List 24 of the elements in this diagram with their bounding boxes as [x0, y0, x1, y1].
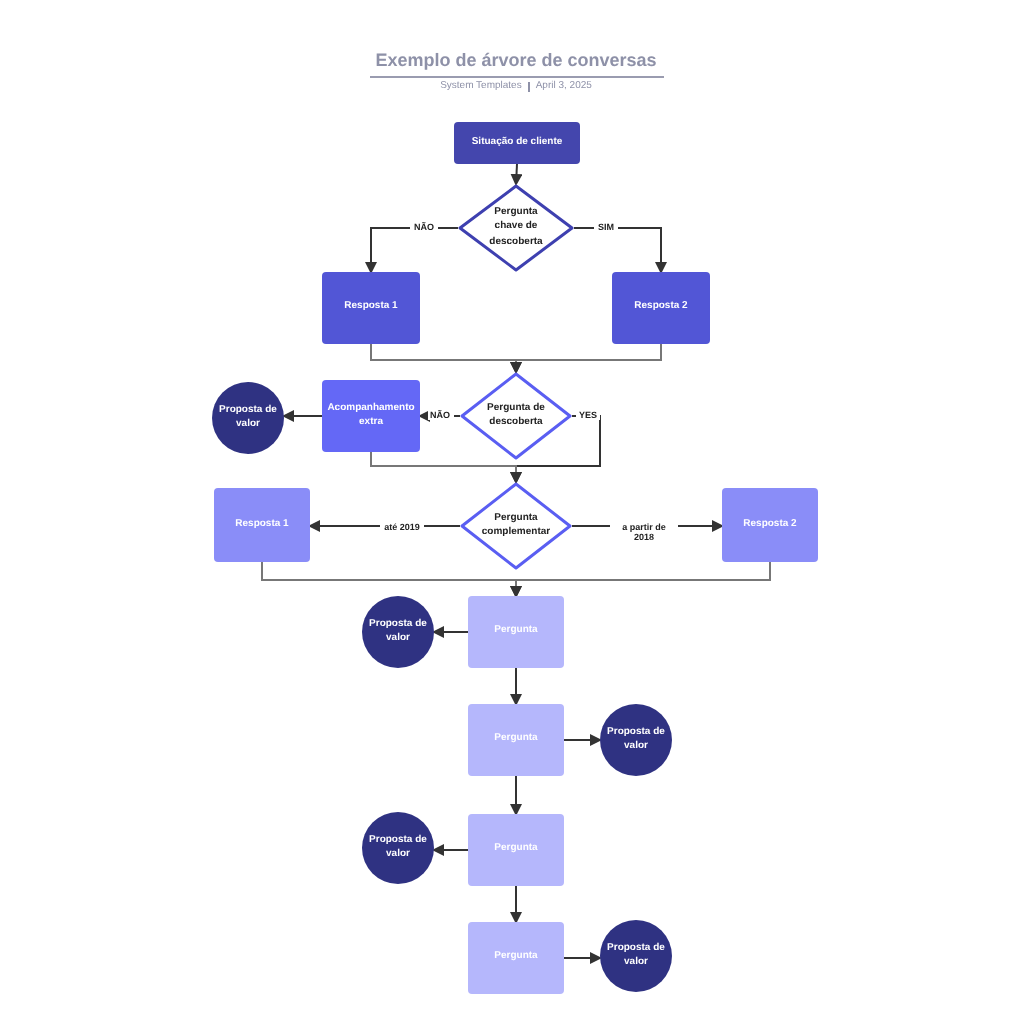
arrow — [432, 626, 469, 638]
process-box — [468, 704, 564, 776]
arrow — [370, 451, 522, 484]
arrow — [510, 667, 522, 706]
arrow — [563, 734, 602, 746]
process-box — [214, 488, 310, 562]
arrow — [432, 844, 469, 856]
process-box — [612, 272, 710, 344]
process-box — [468, 922, 564, 994]
arrow — [573, 227, 667, 274]
arrow — [282, 410, 323, 422]
arrow — [510, 885, 522, 924]
process-box — [322, 380, 420, 452]
process-box — [468, 596, 564, 668]
arrow — [510, 775, 522, 816]
arrow — [510, 343, 662, 374]
process-box — [454, 122, 580, 164]
process-box — [722, 488, 818, 562]
process-box — [468, 814, 564, 886]
arrow — [510, 163, 523, 186]
arrow — [510, 561, 771, 598]
process-box — [322, 272, 420, 344]
arrow — [563, 952, 602, 964]
diagram-title: Exemplo de árvore de conversas — [373, 52, 659, 70]
